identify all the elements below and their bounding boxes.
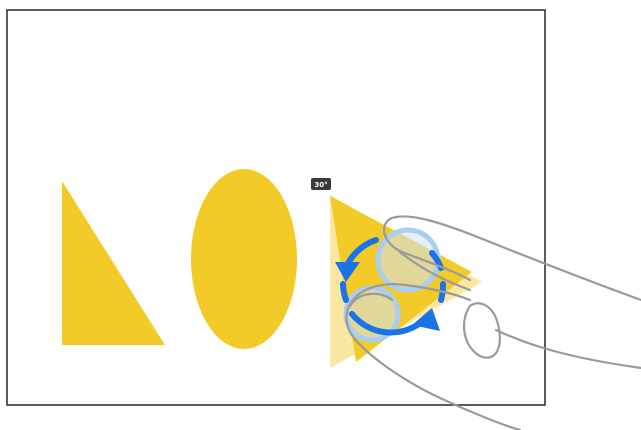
ellipse-shape[interactable] (191, 169, 297, 349)
rotation-angle-badge: 30° (311, 178, 331, 190)
rotation-angle-label: 30° (314, 181, 327, 189)
